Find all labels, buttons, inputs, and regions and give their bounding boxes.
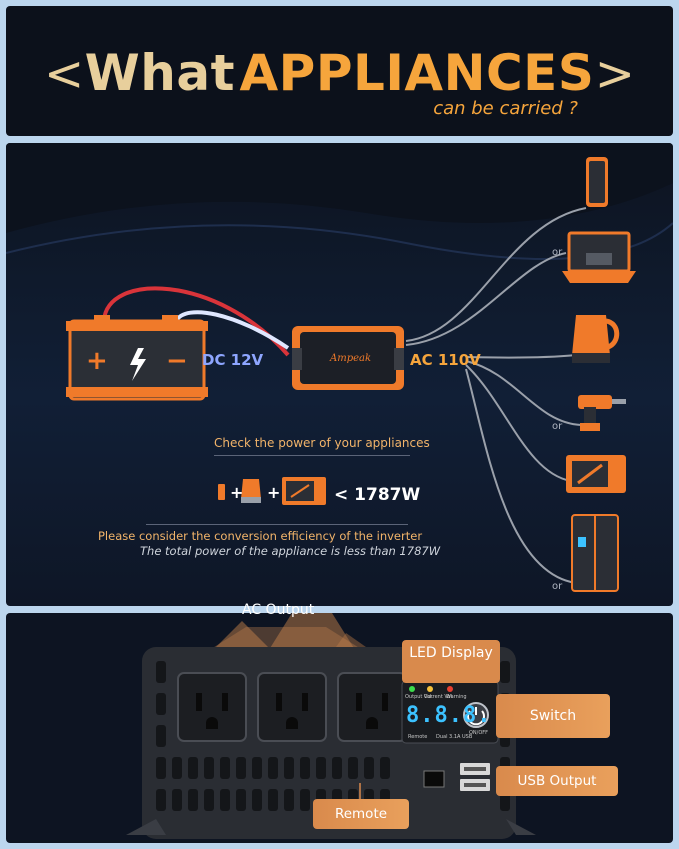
title-part1: What	[84, 44, 236, 102]
page-subtitle: can be carried ?	[433, 98, 578, 119]
appliance-wires	[405, 207, 587, 584]
wire-kettle	[465, 354, 577, 359]
divider	[146, 524, 408, 525]
inverter-brand: Ampeak	[329, 353, 371, 364]
led-digits: 8.8.8.	[406, 703, 492, 728]
fridge-icon	[571, 514, 619, 592]
battery-icon	[66, 315, 208, 401]
diagram-graphic: + − Ampeak	[6, 143, 673, 592]
wire-drill	[465, 360, 582, 426]
power-icon[interactable]	[463, 702, 489, 728]
red-cable	[102, 286, 290, 357]
ac-socket[interactable]	[337, 672, 407, 742]
efficiency-note: Please consider the conversion efficienc…	[98, 529, 423, 543]
switch-callout: Switch	[496, 694, 610, 738]
remote-callout: Remote	[313, 799, 409, 829]
microwave-icon	[566, 455, 626, 493]
chevron-left-icon: <	[44, 46, 85, 102]
wire-fridge	[465, 368, 577, 584]
ac-voltage-label: AC 110V	[410, 351, 481, 369]
or-label: or	[552, 247, 563, 258]
remote-small-label: Remote	[408, 734, 428, 740]
phone-icon	[586, 157, 608, 207]
panel-label: Current Vol.	[424, 694, 454, 700]
ac-socket[interactable]	[177, 672, 247, 742]
ac-output-label: AC Output	[242, 602, 315, 618]
onoff-small-label: ON/OFF	[469, 730, 489, 736]
wire-laptop	[405, 252, 567, 346]
led-display-callout: LED Display	[402, 640, 500, 683]
battery-plus: +	[86, 346, 108, 376]
check-power-text: Check the power of your appliances	[214, 436, 430, 450]
equation-icons	[218, 477, 326, 505]
kettle-icon	[572, 315, 620, 363]
panel-label: Output Vol.	[405, 694, 434, 700]
remote-port[interactable]	[423, 770, 445, 788]
plus-sign-1: +	[230, 483, 243, 502]
white-cable	[174, 310, 290, 350]
product-panel: AC Output LED Display 8.8.8. Output Vol.…	[6, 602, 673, 843]
usb-output-callout: USB Output	[496, 766, 618, 796]
divider	[214, 455, 410, 456]
chevron-right-icon: >	[594, 46, 635, 102]
inverter-icon	[292, 326, 404, 390]
plus-sign-2: +	[267, 483, 280, 502]
watt-limit-text: < 1787W	[334, 485, 421, 505]
dc-voltage-label: DC 12V	[202, 351, 264, 369]
wire-phone	[405, 207, 587, 342]
or-label: or	[552, 581, 563, 592]
or-label: or	[552, 421, 563, 432]
drill-icon	[578, 395, 626, 431]
total-power-note: The total power of the appliance is less…	[140, 544, 441, 558]
diagram-panel: + − Ampeak	[6, 143, 673, 606]
title-part2: APPLIANCES	[239, 44, 595, 102]
panel-label: Warning	[446, 694, 467, 700]
usb-small-label: Dual 3.1A USB	[436, 734, 473, 740]
header-panel: < What APPLIANCES > can be carried ?	[6, 6, 673, 136]
ac-socket[interactable]	[257, 672, 327, 742]
battery-minus: −	[166, 346, 188, 376]
usb-port-icon[interactable]	[460, 763, 490, 791]
page-title: What APPLIANCES	[6, 44, 673, 102]
wave-shape	[6, 143, 673, 233]
wire-microwave	[465, 364, 572, 482]
laptop-icon	[562, 231, 636, 283]
